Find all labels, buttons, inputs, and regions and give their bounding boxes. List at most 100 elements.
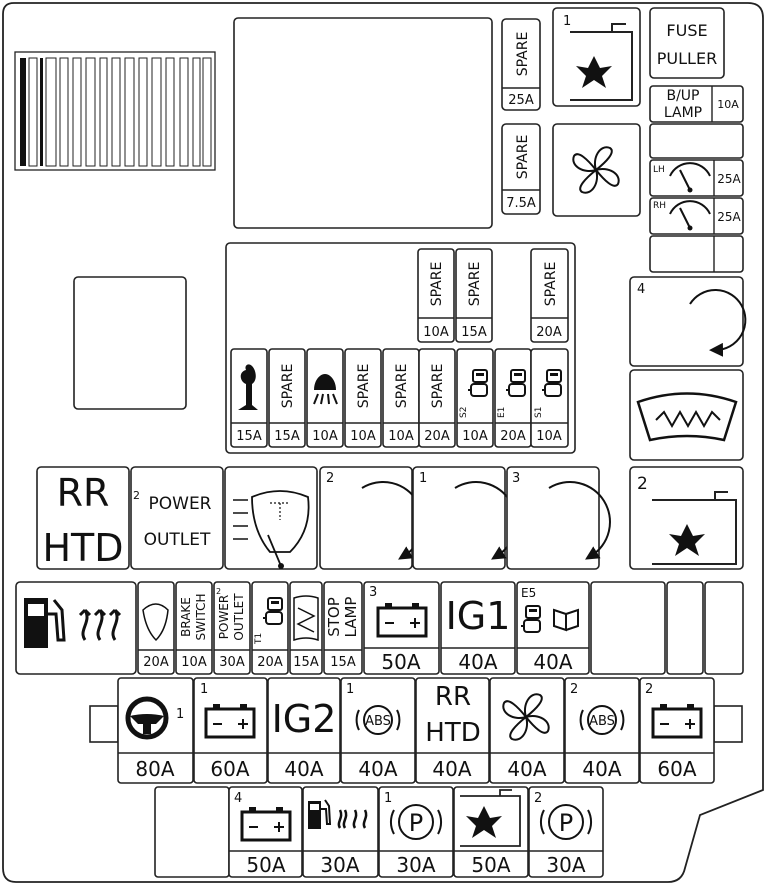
relay-label-line1: POWER bbox=[149, 494, 212, 514]
fuse-amp: 40A bbox=[284, 757, 323, 781]
relay-2[interactable]: 2 bbox=[319, 466, 424, 570]
fuse-spare-10a[interactable]: SPARE 10A bbox=[417, 248, 455, 343]
fuse-label: SPARE bbox=[543, 262, 559, 307]
fuse-sub: E5 bbox=[521, 586, 536, 600]
relay-windshield-deicer[interactable] bbox=[629, 369, 744, 461]
fan-relay[interactable] bbox=[552, 123, 641, 217]
fuse-num: 2 bbox=[645, 682, 653, 697]
empty-fuse-slot[interactable] bbox=[649, 235, 744, 273]
fuse-wiper[interactable]: 15A bbox=[289, 581, 323, 675]
fuse-engine-s1[interactable]: S1 10A bbox=[530, 348, 569, 448]
relay-power-outlet[interactable]: 2 POWER OUTLET bbox=[130, 466, 224, 570]
fuse-label: SPARE bbox=[429, 262, 445, 307]
fuse-rr-htd[interactable]: RR HTD 40A bbox=[415, 677, 490, 784]
fuse-sub: S2 bbox=[459, 407, 469, 418]
empty-fuse-slot[interactable] bbox=[666, 581, 704, 675]
fuse-spare-20a[interactable]: SPARE 20A bbox=[530, 248, 569, 343]
row6-tab-left bbox=[89, 705, 119, 743]
fuse-amp: 80A bbox=[135, 757, 174, 781]
empty-fuse-slot[interactable] bbox=[649, 123, 744, 159]
fuse-num: 1 bbox=[176, 707, 184, 722]
relay-number: 2 bbox=[326, 471, 334, 486]
fuse-label: SPARE bbox=[515, 135, 531, 180]
fuse-amp: 15A bbox=[274, 429, 300, 444]
fuse-engine-t1[interactable]: T1 20A bbox=[251, 581, 289, 675]
empty-fuse-slot[interactable] bbox=[590, 581, 666, 675]
fuse-engine-s2[interactable]: S2 10A bbox=[456, 348, 494, 448]
fuse-brake-switch[interactable]: BRAKE SWITCH 10A bbox=[175, 581, 213, 675]
fuse-ig2[interactable]: IG2 40A bbox=[267, 677, 341, 784]
row6-tab-right bbox=[713, 705, 743, 743]
fuse-amp: 30A bbox=[396, 853, 435, 877]
fuse-label: IG1 bbox=[446, 594, 511, 638]
fuse-defrost-fuel[interactable]: 30A bbox=[302, 786, 379, 878]
fuse-label: IG2 bbox=[272, 697, 337, 741]
fuse-num: 3 bbox=[369, 585, 377, 600]
fuse-fog-lamp[interactable]: 10A bbox=[306, 348, 344, 448]
fuse-label-line2: HTD bbox=[425, 718, 480, 748]
mini-fuse-row: 15A SPARE 15A 10A SPARE 10A bbox=[230, 348, 569, 448]
fuse-engine-e5[interactable]: E5 40A bbox=[516, 581, 590, 675]
fuse-sub: E1 bbox=[497, 407, 507, 418]
fuse-amp: 25A bbox=[717, 210, 741, 224]
fuse-horn[interactable]: 15A bbox=[230, 348, 268, 448]
fuse-steering[interactable]: 1 80A bbox=[117, 677, 194, 784]
fuse-bup-lamp[interactable]: B/UP LAMP 10A bbox=[649, 85, 744, 123]
fuse-spare[interactable]: SPARE 10A bbox=[344, 348, 382, 448]
empty-fuse-slot[interactable] bbox=[704, 581, 744, 675]
fuse-spare[interactable]: SPARE 20A bbox=[418, 348, 456, 448]
fuse-amp: 40A bbox=[507, 757, 546, 781]
relay-rr-htd[interactable]: RR HTD bbox=[36, 466, 130, 570]
fuse-fan[interactable]: 40A bbox=[489, 677, 565, 784]
heated-mirror-icon bbox=[142, 603, 169, 642]
fuse-battery-3[interactable]: 3 50A bbox=[363, 581, 440, 675]
fuse-label: SPARE bbox=[280, 364, 296, 409]
fuse-battery-1[interactable]: 1 60A bbox=[193, 677, 268, 784]
relay-3[interactable]: 3 bbox=[506, 466, 611, 570]
fuse-spare-7-5a[interactable]: SPARE 7.5A bbox=[501, 123, 541, 215]
relay-heated-mirror[interactable] bbox=[224, 466, 318, 570]
fan-icon bbox=[572, 146, 620, 194]
fuse-ig1[interactable]: IG1 40A bbox=[440, 581, 516, 675]
fuse-battery-4[interactable]: 4 50A bbox=[228, 786, 303, 878]
fuse-stop-lamp[interactable]: STOP LAMP 15A bbox=[323, 581, 363, 675]
fuse-wiper-lh[interactable]: LH 25A bbox=[649, 159, 744, 197]
fuse-abs-1[interactable]: 1 40A bbox=[340, 677, 416, 784]
fuse-parking-1[interactable]: 1 30A bbox=[378, 786, 454, 878]
fuse-sub: S1 bbox=[534, 407, 544, 418]
fuse-abs-2[interactable]: 2 40A bbox=[564, 677, 640, 784]
relay-cooling-fan-2[interactable]: 2 bbox=[629, 466, 744, 570]
fuse-wiper-rh[interactable]: RH 25A bbox=[649, 197, 744, 235]
fuse-puller[interactable]: FUSE PULLER bbox=[649, 7, 725, 79]
relay-1[interactable]: 1 bbox=[412, 466, 517, 570]
fuse-amp: 50A bbox=[471, 853, 510, 877]
fuse-label-line1: POWER bbox=[217, 595, 231, 639]
fuse-spare-15a[interactable]: SPARE 15A bbox=[455, 248, 493, 343]
fuse-cooling-fan[interactable]: 50A bbox=[453, 786, 529, 878]
fan-icon bbox=[502, 693, 550, 741]
fuse-amp: 30A bbox=[320, 853, 359, 877]
fuse-heated-mirror[interactable]: 20A bbox=[137, 581, 175, 675]
fuse-spare[interactable]: SPARE 15A bbox=[268, 348, 306, 448]
fuse-power-outlet[interactable]: 2 POWER OUTLET 30A bbox=[213, 581, 251, 675]
fuse-spare-25a[interactable]: SPARE 25A bbox=[501, 18, 541, 111]
relay-cooling-fan-1[interactable]: 1 bbox=[552, 7, 641, 107]
relay-number: 2 bbox=[637, 474, 648, 494]
fuse-battery-2[interactable]: 2 60A bbox=[639, 677, 715, 784]
fuse-label: SPARE bbox=[356, 364, 372, 409]
heated-mirror-icon bbox=[233, 490, 310, 569]
fuse-amp: 15A bbox=[293, 655, 319, 670]
empty-fuse-slot[interactable] bbox=[154, 786, 230, 878]
fuse-amp: 20A bbox=[143, 655, 169, 670]
fuse-label: SPARE bbox=[430, 364, 446, 409]
relay-number: 3 bbox=[512, 471, 520, 486]
defrost-fuel-icon bbox=[24, 598, 122, 648]
fuse-amp: 10A bbox=[181, 655, 207, 670]
fuse-engine-e1[interactable]: E1 20A bbox=[494, 348, 532, 448]
fuse-parking-2[interactable]: 2 30A bbox=[528, 786, 604, 878]
fuse-spare[interactable]: SPARE 10A bbox=[382, 348, 420, 448]
fuse-puller-line2: PULLER bbox=[657, 49, 717, 68]
relay-4[interactable]: 4 bbox=[629, 276, 747, 367]
fuse-label-line1: STOP bbox=[325, 597, 343, 637]
